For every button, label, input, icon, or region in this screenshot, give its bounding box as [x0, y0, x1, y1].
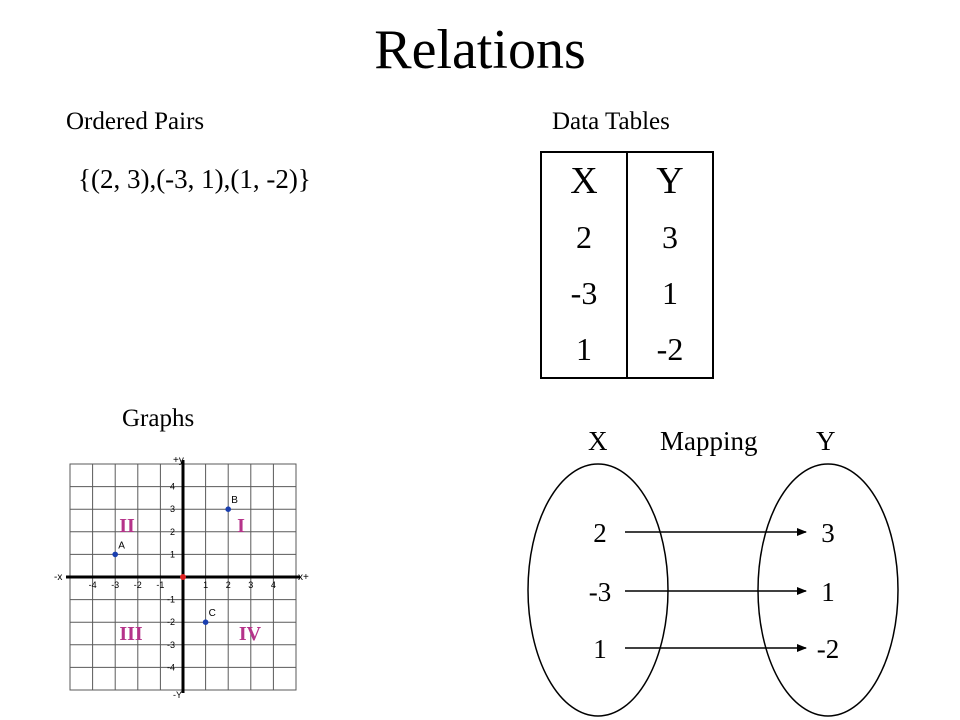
quadrant-1-label: I	[237, 515, 245, 537]
quadrant-2-label: II	[119, 515, 135, 537]
table-row: 1 -2	[541, 321, 713, 378]
x-tick-label: 4	[271, 580, 276, 590]
y-tick-label: 3	[170, 504, 175, 514]
table-cell-x: 1	[541, 321, 628, 378]
domain-value: -3	[589, 577, 612, 607]
table-row: 2 3	[541, 209, 713, 265]
domain-value: 1	[593, 634, 607, 664]
origin-point	[180, 574, 186, 580]
y-tick-label: -4	[167, 662, 175, 672]
table-cell-y: -2	[656, 330, 684, 367]
point-a	[112, 551, 118, 558]
point-c	[202, 619, 209, 625]
table-cell-y: 3	[662, 218, 678, 255]
range-value: 3	[821, 518, 835, 548]
data-table: X Y 2 3 -3 1 1 -2	[540, 151, 714, 379]
y-tick-label: -1	[167, 595, 175, 605]
mapping-title: Mapping	[660, 426, 758, 456]
table-cell-x: 2	[541, 209, 628, 265]
y-tick-label: 2	[170, 527, 175, 537]
table-header-y: Y	[656, 160, 684, 202]
range-value: -2	[817, 634, 840, 664]
x-tick-label: -3	[111, 580, 119, 590]
ordered-pairs-set: {(2, 3),(-3, 1),(1, -2)}	[78, 164, 311, 194]
x-tick-label: 2	[226, 580, 231, 590]
table-row: -3 1	[541, 265, 713, 321]
mapping-x-label: X	[588, 426, 608, 456]
y-tick-label: 1	[170, 549, 175, 559]
data-tables-label: Data Tables	[552, 108, 670, 135]
point-label-b: B	[231, 495, 238, 506]
table-header-x: X	[541, 152, 628, 209]
y-tick-label: -2	[167, 617, 175, 627]
y-tick-label: 4	[170, 482, 175, 492]
y-minus-label: -Y	[173, 690, 182, 700]
range-value: 1	[821, 577, 835, 607]
mapping-header: X Mapping Y	[560, 424, 860, 458]
domain-oval	[527, 463, 669, 717]
x-tick-label: -1	[156, 580, 164, 590]
y-plus-label: +y	[173, 455, 184, 466]
table-cell-y: 1	[662, 274, 678, 311]
x-tick-label: 1	[203, 580, 208, 590]
quadrant-4-label: IV	[239, 623, 262, 645]
page-title: Relations	[374, 19, 586, 81]
table-header-row: X Y	[541, 152, 713, 209]
x-tick-label: -4	[89, 580, 97, 590]
x-tick-label: -2	[134, 580, 142, 590]
mapping-y-label: Y	[816, 426, 836, 456]
quadrant-3-label: III	[119, 623, 143, 645]
x-tick-label: 3	[248, 580, 253, 590]
x-minus-label: -x	[54, 572, 62, 583]
point-b	[225, 506, 231, 512]
ordered-pairs-label: Ordered Pairs	[66, 108, 205, 135]
y-tick-label: -3	[167, 640, 175, 650]
table-cell-x: -3	[541, 265, 628, 321]
x-plus-label: x+	[298, 572, 309, 583]
domain-value: 2	[593, 518, 607, 548]
graphs-label: Graphs	[122, 405, 195, 432]
range-oval	[757, 463, 899, 717]
point-label-a: A	[118, 540, 125, 551]
point-label-c: C	[209, 608, 216, 619]
